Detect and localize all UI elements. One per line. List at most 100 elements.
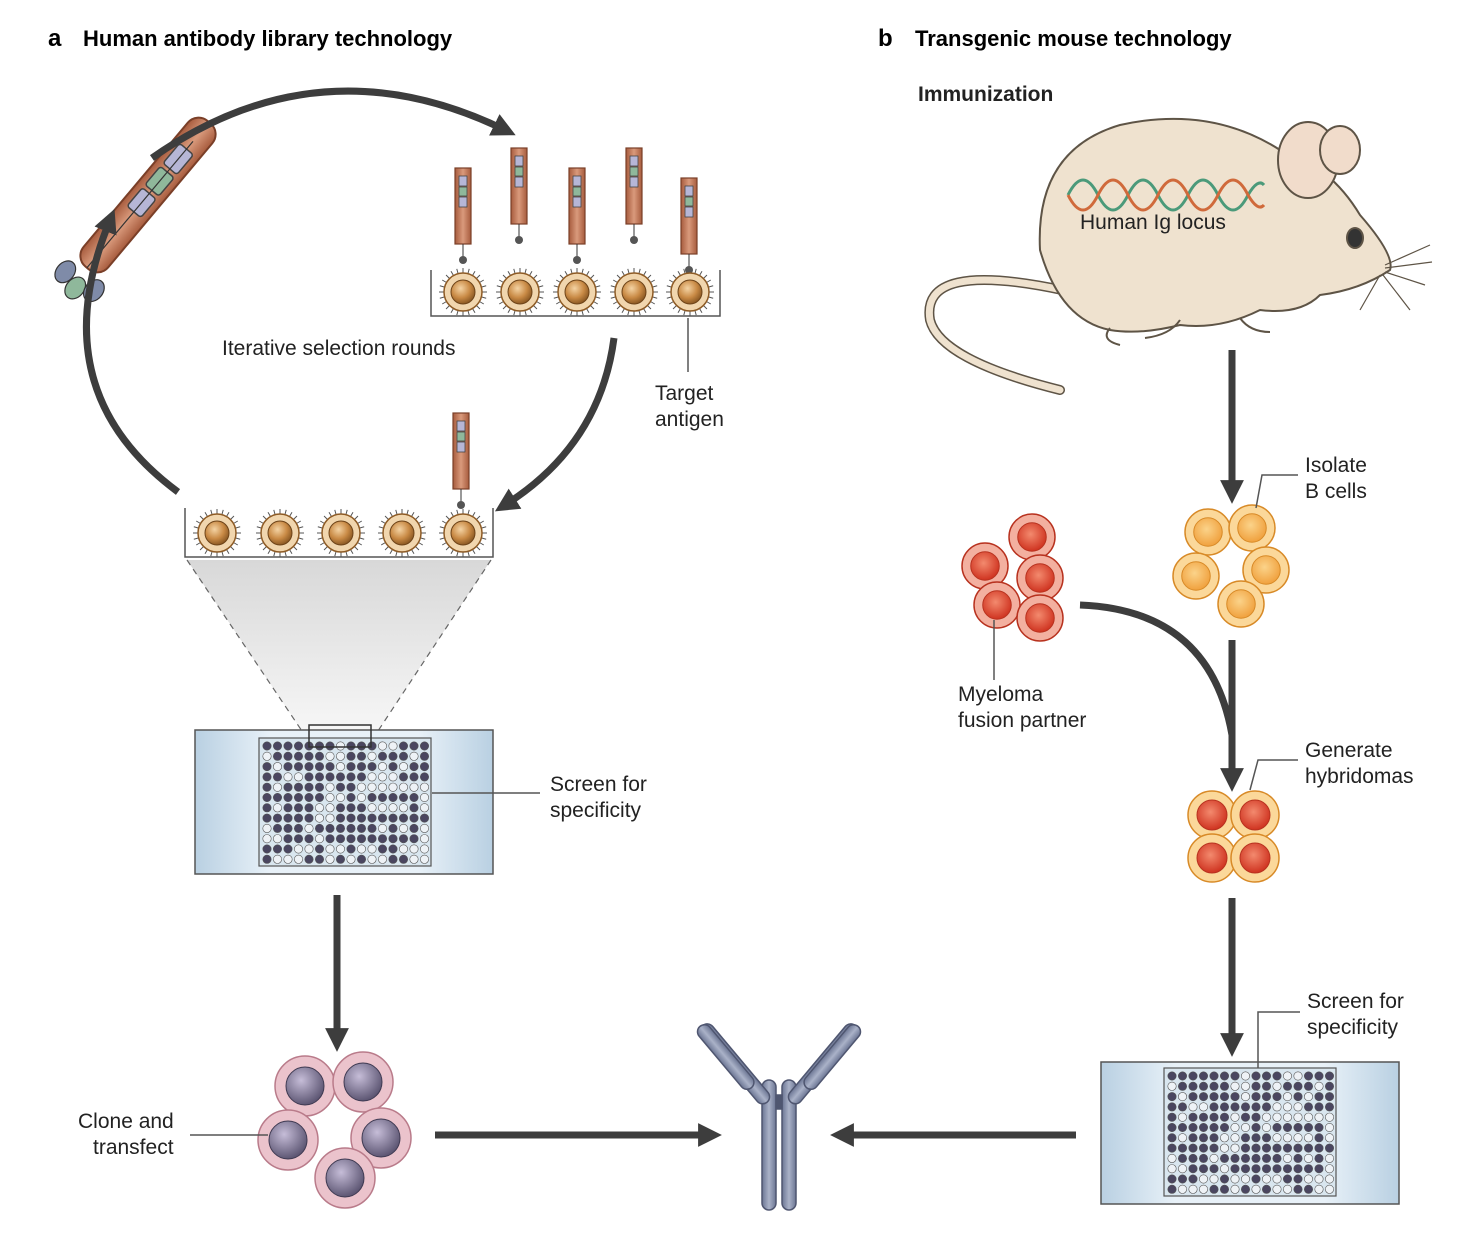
plate-well xyxy=(419,813,429,823)
plate-well xyxy=(367,792,377,802)
plate-well xyxy=(1262,1164,1272,1174)
plate-well xyxy=(367,844,377,854)
plate-well xyxy=(1199,1174,1209,1184)
plate-well xyxy=(367,741,377,751)
plate-well xyxy=(1178,1081,1188,1091)
plate-well xyxy=(1293,1092,1303,1102)
plate-well xyxy=(1220,1143,1230,1153)
plate-well xyxy=(304,792,314,802)
plate-well xyxy=(1262,1071,1272,1081)
screen-label-a-2: specificity xyxy=(550,799,642,822)
plate-well xyxy=(409,741,419,751)
plate-well xyxy=(1230,1071,1240,1081)
plate-well xyxy=(1241,1143,1251,1153)
plate-well xyxy=(409,813,419,823)
plate-well xyxy=(1283,1153,1293,1163)
screening-plate-a xyxy=(194,724,494,875)
plate-well xyxy=(1325,1143,1335,1153)
plate-well xyxy=(1167,1092,1177,1102)
plate-well xyxy=(1230,1081,1240,1091)
plate-well xyxy=(367,823,377,833)
phage-row-upper xyxy=(454,147,698,274)
plate-well xyxy=(388,792,398,802)
plate-well xyxy=(377,762,387,772)
plate-well xyxy=(1188,1102,1198,1112)
plate-well xyxy=(1199,1153,1209,1163)
plate-well xyxy=(1304,1071,1314,1081)
plate-well xyxy=(346,834,356,844)
plate-well xyxy=(283,823,293,833)
plate-well xyxy=(335,792,345,802)
plate-well xyxy=(1293,1174,1303,1184)
plate-well xyxy=(388,854,398,864)
plate-well xyxy=(377,792,387,802)
myeloma-cell xyxy=(973,581,1021,629)
plate-well xyxy=(1209,1164,1219,1174)
plate-well xyxy=(1230,1123,1240,1133)
plate-well xyxy=(1230,1153,1240,1163)
b-cell xyxy=(1242,546,1290,594)
plate-well xyxy=(1293,1081,1303,1091)
isolate-label-2: B cells xyxy=(1305,480,1367,503)
plate-well xyxy=(419,762,429,772)
plate-well xyxy=(377,834,387,844)
plate-well xyxy=(377,823,387,833)
plate-well xyxy=(325,834,335,844)
plate-well xyxy=(1178,1174,1188,1184)
plate-well xyxy=(1199,1071,1209,1081)
plate-well xyxy=(1293,1143,1303,1153)
plate-well xyxy=(1293,1153,1303,1163)
plate-well xyxy=(1283,1092,1293,1102)
plate-well xyxy=(388,741,398,751)
myeloma-cell xyxy=(961,542,1009,590)
hybridoma-label-1: Generate xyxy=(1305,739,1393,762)
plate-well xyxy=(262,751,272,761)
plate-well xyxy=(1325,1164,1335,1174)
plate-well xyxy=(346,782,356,792)
plate-well xyxy=(1178,1164,1188,1174)
plate-well xyxy=(1188,1071,1198,1081)
plate-well xyxy=(419,741,429,751)
plate-well xyxy=(1251,1164,1261,1174)
plate-well xyxy=(356,762,366,772)
plate-well xyxy=(325,844,335,854)
plate-well xyxy=(356,813,366,823)
plate-well xyxy=(283,772,293,782)
plate-well xyxy=(419,834,429,844)
plate-well xyxy=(1251,1123,1261,1133)
plate-well xyxy=(1272,1164,1282,1174)
plate-well xyxy=(1283,1123,1293,1133)
plate-well xyxy=(356,834,366,844)
plate-well xyxy=(356,803,366,813)
plate-well xyxy=(398,834,408,844)
plate-well xyxy=(1304,1081,1314,1091)
plate-well xyxy=(283,762,293,772)
plate-well xyxy=(1241,1174,1251,1184)
b-cell xyxy=(1228,504,1276,552)
plate-well xyxy=(1188,1184,1198,1194)
plate-well xyxy=(419,803,429,813)
plate-well xyxy=(367,813,377,823)
antigen-cell xyxy=(610,268,658,316)
plate-well xyxy=(1304,1102,1314,1112)
mini-phage xyxy=(625,147,643,244)
plate-well xyxy=(1178,1184,1188,1194)
plate-well xyxy=(367,854,377,864)
plate-well xyxy=(1283,1102,1293,1112)
plate-well xyxy=(1304,1174,1314,1184)
plate-well xyxy=(1262,1184,1272,1194)
plate-well xyxy=(1314,1123,1324,1133)
plate-well xyxy=(283,782,293,792)
plate-well xyxy=(377,803,387,813)
plate-well xyxy=(1241,1102,1251,1112)
plate-well xyxy=(388,823,398,833)
plate-well xyxy=(1178,1153,1188,1163)
clone-label-2: transfect xyxy=(93,1136,174,1159)
plate-well xyxy=(1167,1102,1177,1112)
hybridoma-cell xyxy=(1230,790,1280,840)
plate-well xyxy=(1314,1184,1324,1194)
plate-well xyxy=(1314,1112,1324,1122)
clone-label-1: Clone and xyxy=(78,1110,174,1133)
transfected-cell xyxy=(332,1051,394,1113)
